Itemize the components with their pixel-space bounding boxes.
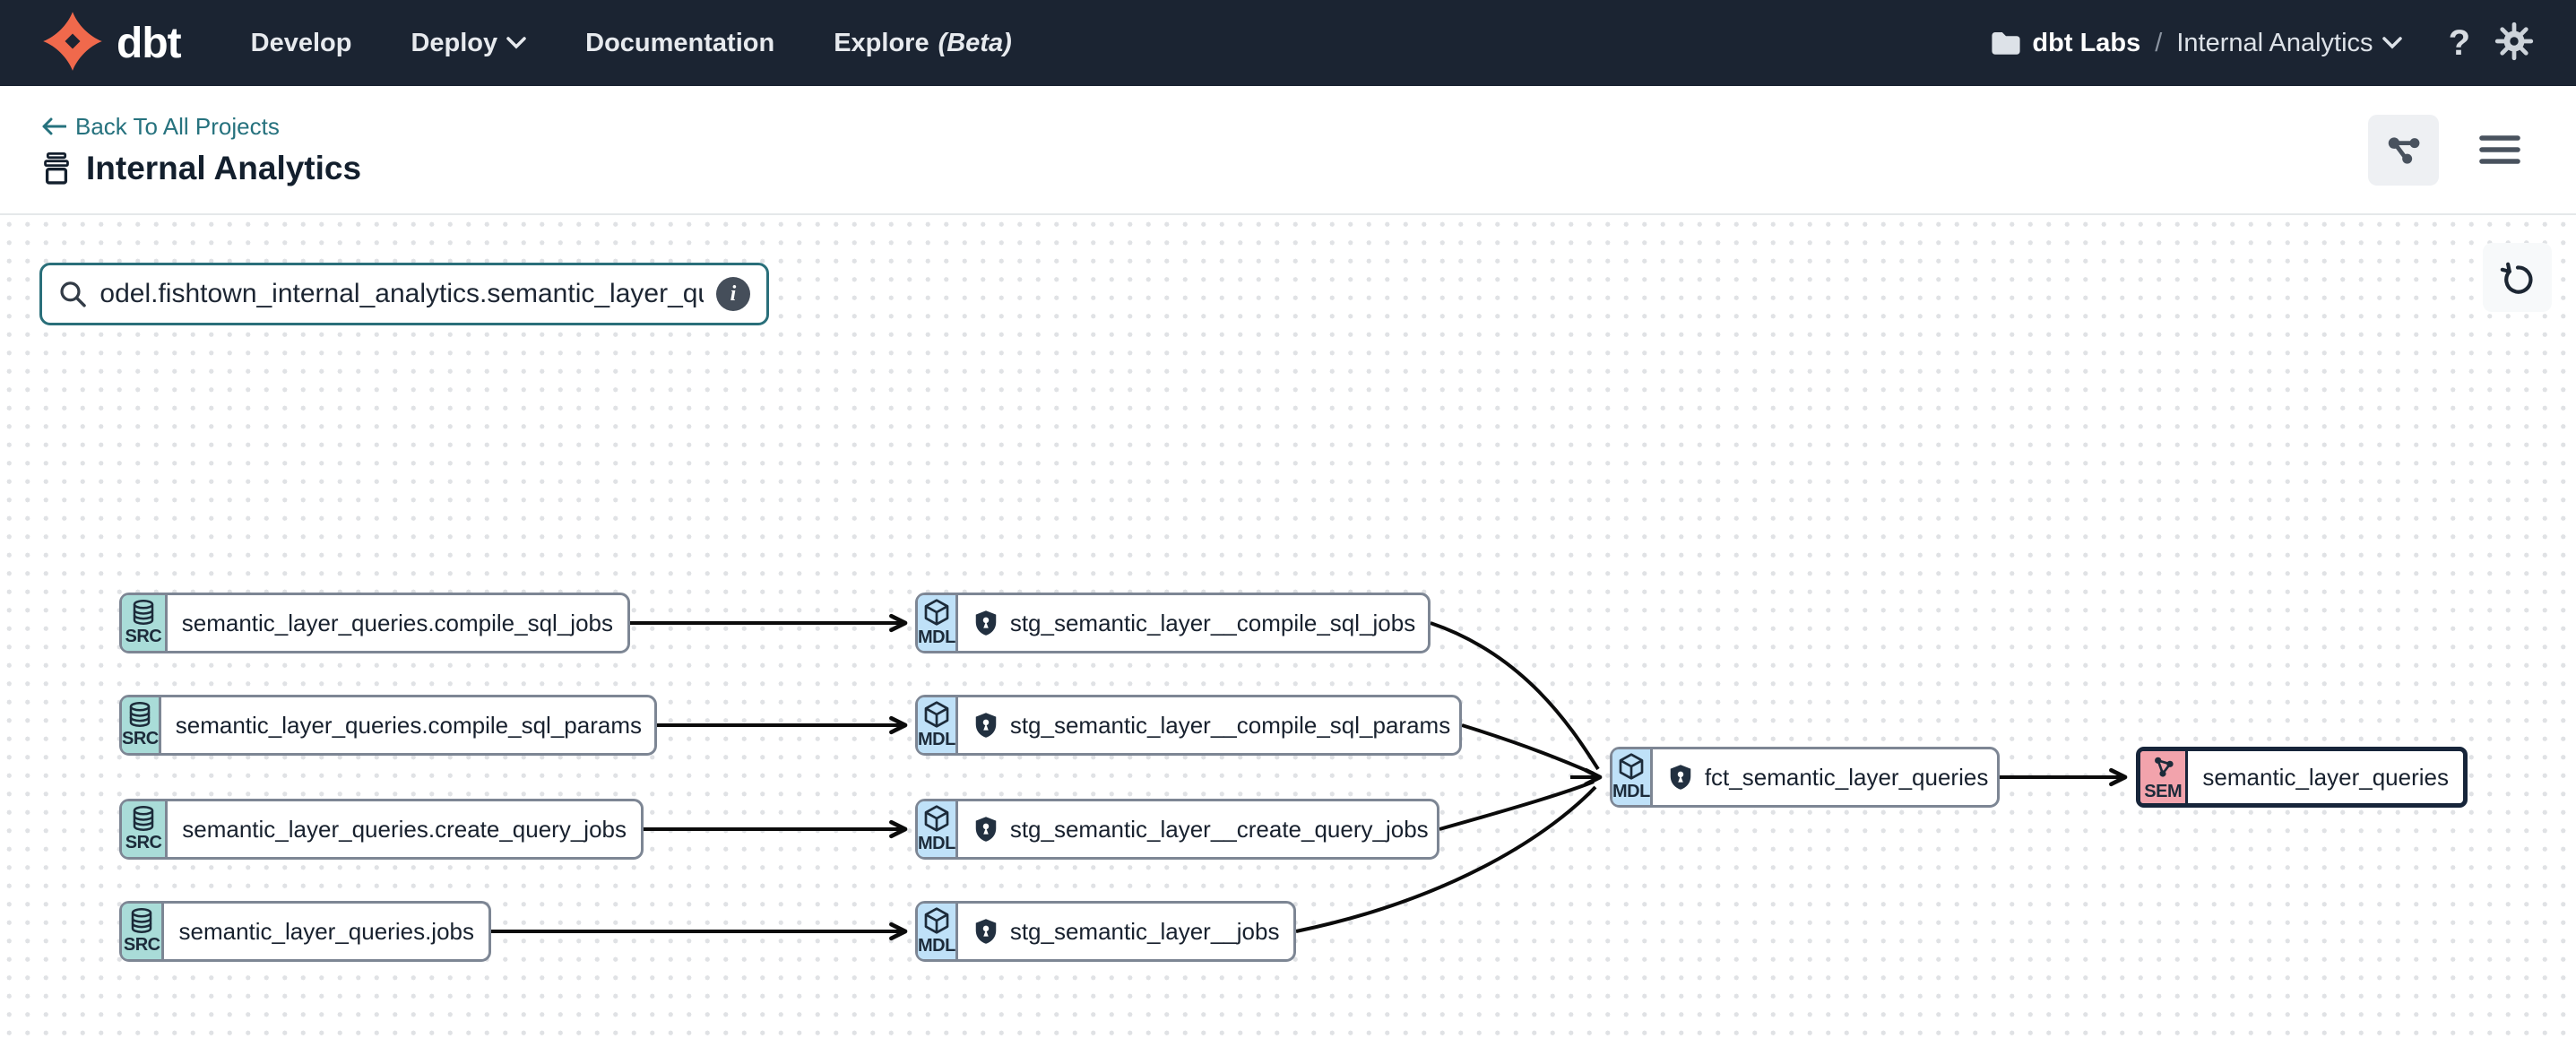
node-source-compile-sql-jobs[interactable]: SRC semantic_layer_queries.compile_sql_j… bbox=[119, 593, 630, 653]
nav-item-deploy[interactable]: Deploy bbox=[411, 29, 526, 58]
chevron-down-icon bbox=[2382, 37, 2402, 49]
brand-wordmark: dbt bbox=[117, 19, 182, 67]
list-view-icon bbox=[2478, 135, 2520, 164]
node-source-compile-sql-params[interactable]: SRC semantic_layer_queries.compile_sql_p… bbox=[119, 695, 657, 756]
semantic-icon bbox=[2155, 757, 2174, 777]
lineage-edges bbox=[491, 613, 2128, 941]
shield-icon bbox=[975, 919, 997, 944]
node-label: semantic_layer_queries bbox=[2202, 763, 2449, 791]
top-nav: dbt Develop Deploy Documentation Explore… bbox=[0, 0, 2576, 86]
shield-icon bbox=[1670, 765, 1691, 790]
database-icon bbox=[131, 907, 152, 934]
node-semantic-layer-queries[interactable]: SEM semantic_layer_queries bbox=[2136, 747, 2468, 808]
node-model-stg-create-query-jobs[interactable]: MDL stg_semantic_layer__create_query_job… bbox=[915, 799, 1439, 860]
cube-icon bbox=[924, 701, 949, 728]
cube-icon bbox=[924, 599, 949, 626]
info-icon[interactable]: i bbox=[716, 277, 750, 311]
database-icon bbox=[133, 599, 154, 626]
node-label: fct_semantic_layer_queries bbox=[1704, 763, 1989, 791]
cube-icon bbox=[1619, 753, 1644, 780]
back-arrow-icon bbox=[42, 117, 66, 135]
node-model-stg-compile-sql-jobs[interactable]: MDL stg_semantic_layer__compile_sql_jobs bbox=[915, 593, 1431, 653]
lineage-view-icon bbox=[2388, 137, 2419, 164]
node-label: stg_semantic_layer__jobs bbox=[1009, 917, 1280, 945]
shield-icon bbox=[975, 610, 997, 636]
node-label: semantic_layer_queries.compile_sql_jobs bbox=[181, 609, 613, 636]
project-icon bbox=[44, 151, 69, 185]
nav-account-area: dbt Labs / Internal Analytics ? bbox=[1991, 21, 2535, 66]
reset-view-button[interactable] bbox=[2483, 243, 2552, 312]
cube-icon bbox=[924, 805, 949, 832]
lineage-view-button[interactable] bbox=[2368, 114, 2439, 186]
node-model-stg-jobs[interactable]: MDL stg_semantic_layer__jobs bbox=[915, 901, 1296, 962]
node-label: stg_semantic_layer__compile_sql_params bbox=[1009, 711, 1451, 739]
nav-item-explore[interactable]: Explore(Beta) bbox=[834, 28, 1012, 57]
nav-item-develop[interactable]: Develop bbox=[250, 28, 352, 57]
back-to-projects-link[interactable]: Back To All Projects bbox=[41, 113, 361, 141]
search-value: odel.fishtown_internal_analytics.semanti… bbox=[99, 279, 704, 308]
nav-item-documentation[interactable]: Documentation bbox=[585, 28, 775, 57]
node-model-fct-semantic-layer-queries[interactable]: MDL fct_semantic_layer_queries bbox=[1610, 747, 2000, 808]
node-label: semantic_layer_queries.create_query_jobs bbox=[182, 815, 627, 843]
node-label: semantic_layer_queries.jobs bbox=[178, 917, 474, 945]
breadcrumb-separator: / bbox=[2155, 28, 2163, 57]
dbt-logo-icon bbox=[41, 10, 104, 77]
node-source-jobs[interactable]: SRC semantic_layer_queries.jobs bbox=[119, 901, 491, 962]
project-selector[interactable]: Internal Analytics bbox=[2176, 29, 2402, 58]
database-icon bbox=[130, 701, 151, 728]
org-selector[interactable]: dbt Labs bbox=[1991, 29, 2140, 58]
shield-icon bbox=[975, 713, 997, 738]
page-title: Internal Analytics bbox=[86, 149, 362, 186]
help-icon[interactable]: ? bbox=[2448, 22, 2470, 63]
node-label: stg_semantic_layer__compile_sql_jobs bbox=[1009, 609, 1416, 636]
project-header: Back To All Projects Internal Analytics bbox=[0, 86, 2576, 215]
gear-icon[interactable] bbox=[2494, 21, 2535, 66]
cube-icon bbox=[924, 907, 949, 934]
chevron-down-icon bbox=[506, 37, 526, 49]
nav-items: Develop Deploy Documentation Explore(Bet… bbox=[251, 29, 1012, 58]
node-model-stg-compile-sql-params[interactable]: MDL stg_semantic_layer__compile_sql_para… bbox=[915, 695, 1462, 756]
shield-icon bbox=[975, 817, 997, 842]
node-label: stg_semantic_layer__create_query_jobs bbox=[1009, 815, 1429, 843]
folder-icon bbox=[1992, 31, 2021, 55]
search-input[interactable]: odel.fishtown_internal_analytics.semanti… bbox=[39, 263, 769, 325]
node-source-create-query-jobs[interactable]: SRC semantic_layer_queries.create_query_… bbox=[119, 799, 644, 860]
dbt-brand[interactable]: dbt bbox=[41, 10, 182, 77]
search-icon bbox=[60, 281, 86, 307]
node-label: semantic_layer_queries.compile_sql_param… bbox=[175, 711, 642, 739]
list-view-button[interactable] bbox=[2464, 115, 2535, 186]
database-icon bbox=[133, 805, 154, 832]
reset-icon bbox=[2500, 262, 2532, 294]
account-breadcrumb: dbt Labs / Internal Analytics bbox=[1991, 28, 2402, 58]
lineage-canvas[interactable]: odel.fishtown_internal_analytics.semanti… bbox=[0, 215, 2576, 1047]
